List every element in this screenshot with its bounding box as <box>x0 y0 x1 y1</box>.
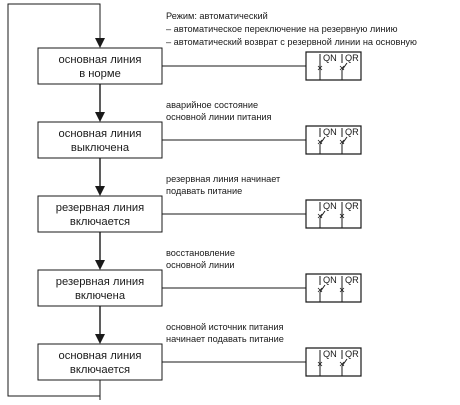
switch-qn-cross-b <box>318 140 322 144</box>
switch-panel <box>306 52 361 80</box>
mode-description: Режим: автоматический – автоматическое п… <box>166 11 417 47</box>
loop-arrow-head <box>95 38 105 48</box>
step-box-line: включается <box>70 216 130 228</box>
switch-panel <box>306 200 361 228</box>
switch-qn-label: QN <box>323 127 337 137</box>
switch-panel <box>306 126 361 154</box>
step-box-line: основная линия <box>59 350 142 362</box>
step-5: основная линия включается основной источни… <box>38 322 361 396</box>
switch-qn: QN <box>318 349 337 376</box>
switch-qr-label: QR <box>345 53 359 63</box>
switch-qn-cross-b <box>318 66 322 70</box>
switch-qn: QN <box>318 201 337 228</box>
switch-qr-label: QR <box>345 349 359 359</box>
switch-qn: QN <box>318 53 337 80</box>
step-box-line: резервная линия <box>56 276 144 288</box>
mode-line-1: – автоматическое переключение на резервн… <box>166 24 398 34</box>
mode-line-2: – автоматический возврат с резервной лин… <box>166 37 417 47</box>
switch-qr: QR <box>340 349 359 376</box>
flow-arrow-head <box>95 260 105 270</box>
step-note-line: основной линии <box>166 260 234 270</box>
mode-title: Режим: автоматический <box>166 11 268 21</box>
switch-qn-label: QN <box>323 53 337 63</box>
step-note-line: восстановление <box>166 248 235 258</box>
step-box-line: резервная линия <box>56 202 144 214</box>
switch-qr-cross-b <box>340 140 344 144</box>
switch-qr: QR <box>340 275 359 302</box>
step-box-line: выключена <box>71 142 130 154</box>
step-note-line: резервная линия начинает <box>166 174 281 184</box>
switch-qr: QR <box>340 201 359 228</box>
step-note-line: аварийное состояние <box>166 100 258 110</box>
step-box-line: в норме <box>79 68 121 80</box>
step-note-line: начинает подавать питание <box>166 334 284 344</box>
feedback-loop-line <box>8 4 100 400</box>
switch-qn-cross-b <box>318 288 322 292</box>
flow-arrow-head <box>95 186 105 196</box>
flow-arrow-head <box>95 334 105 344</box>
switch-qr-cross-b <box>340 66 344 70</box>
step-note-line: основной источник питания <box>166 322 283 332</box>
step-box <box>38 122 162 158</box>
step-2: основная линия выключена аварийное состоян… <box>38 100 361 196</box>
step-box <box>38 344 162 380</box>
step-box <box>38 270 162 306</box>
step-4: резервная линия включена восстановление осн… <box>38 248 361 344</box>
switch-qr-cross-b <box>340 362 344 366</box>
switch-qr-label: QR <box>345 127 359 137</box>
step-note-line: подавать питание <box>166 186 242 196</box>
switch-panel <box>306 348 361 376</box>
flow-arrow-head <box>95 112 105 122</box>
step-box-line: включается <box>70 364 130 376</box>
switch-qn-label: QN <box>323 275 337 285</box>
switch-qr: QR <box>340 53 359 80</box>
switch-qn-label: QN <box>323 201 337 211</box>
switch-qr-label: QR <box>345 275 359 285</box>
switch-qr-cross-b <box>340 288 344 292</box>
step-box-line: включена <box>75 290 126 302</box>
step-1: основная линия в норме QN QR <box>38 48 361 122</box>
step-box-line: основная линия <box>59 128 142 140</box>
switch-qr: QR <box>340 127 359 154</box>
switch-qn: QN <box>318 127 337 154</box>
step-3: резервная линия включается резервная линия… <box>38 174 361 270</box>
switch-qn-cross-b <box>318 362 322 366</box>
switch-qr-cross-b <box>340 214 344 218</box>
switch-panel <box>306 274 361 302</box>
switch-qr-label: QR <box>345 201 359 211</box>
step-box-line: основная линия <box>59 54 142 66</box>
switch-qn-label: QN <box>323 349 337 359</box>
switch-qn-cross-b <box>318 214 322 218</box>
step-note-line: основной линии питания <box>166 112 272 122</box>
switch-qn: QN <box>318 275 337 302</box>
